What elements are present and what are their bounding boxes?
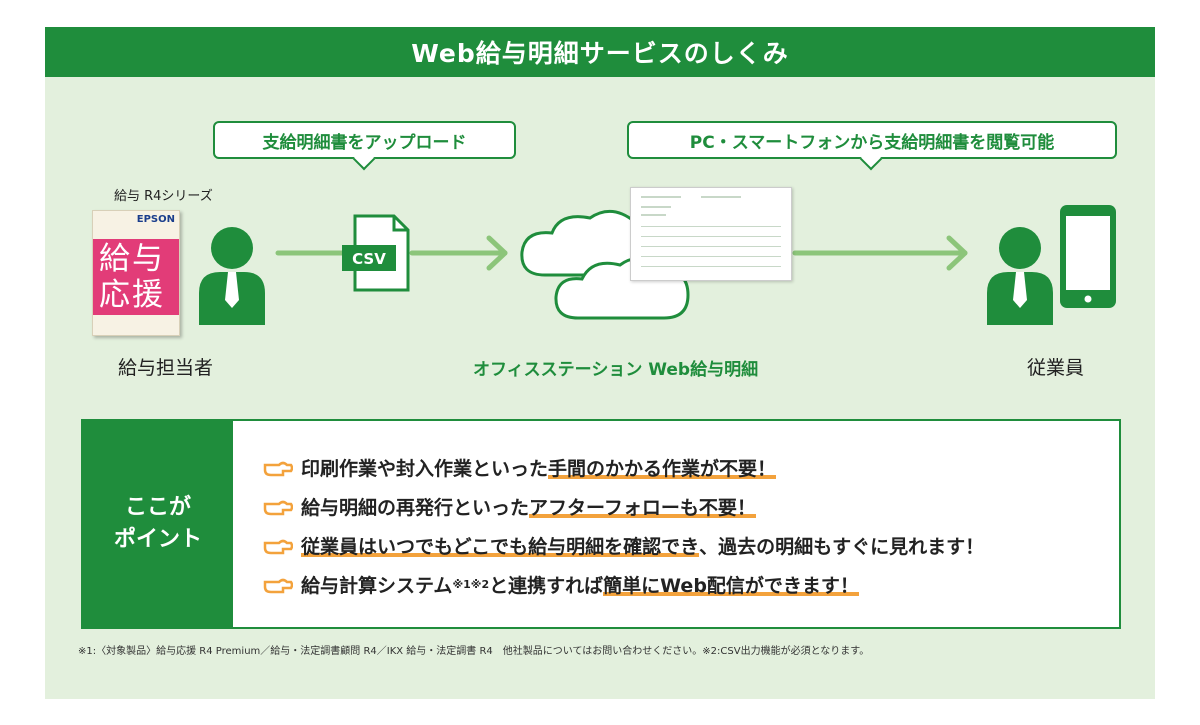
product-brand: EPSON — [136, 214, 175, 225]
point-2-highlight: アフターフォローも不要！ — [529, 493, 756, 520]
points-heading: ここがポイント — [83, 421, 233, 627]
point-item: 従業員はいつでもどこでも給与明細を確認でき、過去の明細もすぐに見れます！ — [263, 532, 984, 559]
point-item: 給与明細の再発行といったアフターフォローも不要！ — [263, 493, 756, 520]
product-box-image: EPSON 給与 応援 — [92, 210, 180, 336]
footnote: ※1:〈対象製品〉給与応援 R4 Premium／給与・法定調書顧問 R4／IK… — [78, 646, 870, 657]
point-3-highlight-a: 従業員はいつでもどこでも — [301, 532, 529, 559]
point-3-highlight-b: 給与明細を確認でき — [528, 532, 700, 559]
product-title-1: 給与 — [99, 241, 165, 277]
arrow-to-cloud — [409, 235, 508, 271]
point-1-highlight: 手間のかかる作業が不要！ — [548, 454, 777, 481]
upload-bubble: 支給明細書をアップロード — [213, 121, 516, 159]
csv-file-icon — [342, 214, 410, 292]
pointing-hand-icon — [263, 461, 293, 476]
csv-label: CSV — [352, 250, 386, 268]
point-4-text: 給与計算システム — [301, 575, 453, 597]
product-title-2: 応援 — [99, 277, 165, 313]
payslip-document-image — [630, 187, 792, 281]
product-series-label: 給与 R4シリーズ — [114, 189, 213, 204]
payroll-staff-person-icon — [199, 227, 265, 325]
points-heading-line1: ここが — [124, 495, 191, 521]
point-item: 印刷作業や封入作業といった手間のかかる作業が不要！ — [263, 454, 777, 481]
point-4-footnote-ref: ※1※2 — [452, 578, 490, 591]
pointing-hand-icon — [263, 500, 293, 515]
arrow-to-employee — [792, 235, 968, 271]
employee-label: 従業員 — [1027, 357, 1085, 379]
points-heading-line2: ポイント — [113, 527, 202, 552]
point-4-text-b: と連携すれば — [489, 575, 604, 597]
point-1-text: 印刷作業や封入作業といった — [301, 458, 549, 480]
service-label: オフィスステーション Web給与明細 — [473, 360, 759, 380]
pointing-hand-icon — [263, 539, 293, 554]
point-3-text: 、過去の明細もすぐに見れます！ — [699, 536, 985, 558]
page-title: Web給与明細サービスのしくみ — [45, 27, 1155, 77]
smartphone-icon — [1060, 205, 1116, 308]
points-box: ここがポイント 印刷作業や封入作業といった手間のかかる作業が不要！ 給与明細の再… — [81, 419, 1121, 629]
employee-person-icon — [987, 227, 1053, 325]
point-4-highlight: 簡単にWeb配信ができます！ — [603, 571, 859, 598]
point-2-text: 給与明細の再発行といった — [301, 497, 530, 519]
view-bubble: PC・スマートフォンから支給明細書を閲覧可能 — [627, 121, 1117, 159]
payroll-staff-label: 給与担当者 — [118, 357, 214, 379]
pointing-hand-icon — [263, 578, 293, 593]
